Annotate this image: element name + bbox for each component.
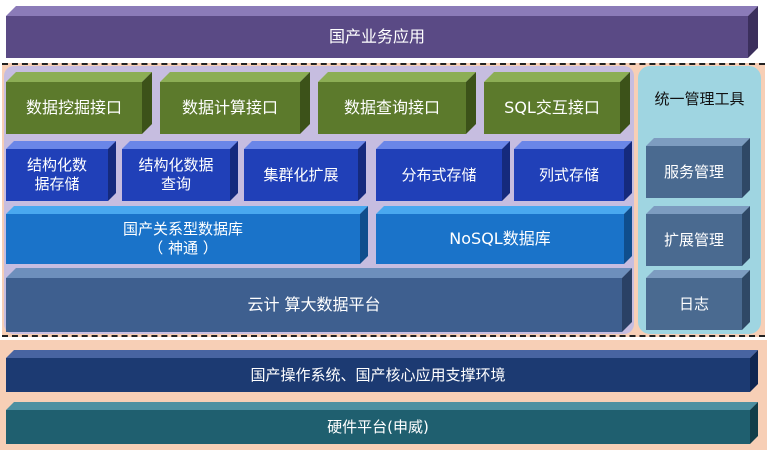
- block-sql-interface: SQL交互接口: [484, 72, 630, 134]
- label-service-management: 服务管理: [646, 146, 742, 198]
- label-data-query-interface: 数据查询接口: [318, 82, 466, 134]
- block-logs: 日志: [646, 270, 750, 330]
- label-os-environment: 国产操作系统、国产核心应用支撑环境: [6, 358, 750, 392]
- block-columnar-storage: 列式存储: [514, 141, 632, 201]
- block-os-environment: 国产操作系统、国产核心应用支撑环境: [6, 350, 758, 392]
- label-hardware-platform: 硬件平台(申威): [6, 410, 750, 444]
- block-structured-query: 结构化数据 查询: [122, 141, 238, 201]
- block-service-management: 服务管理: [646, 138, 750, 198]
- management-title: 统一管理工具: [654, 90, 745, 108]
- label-distributed-storage: 分布式存储: [376, 149, 502, 201]
- block-data-compute-interface: 数据计算接口: [160, 72, 310, 134]
- label-cluster-scaling: 集群化扩展: [244, 149, 358, 201]
- label-nosql-db: NoSQL数据库: [376, 214, 624, 264]
- block-data-mining-interface: 数据挖掘接口: [6, 72, 152, 134]
- label-columnar-storage: 列式存储: [514, 149, 624, 201]
- block-cloud-platform: 云计 算大数据平台: [6, 268, 632, 332]
- block-cluster-scaling: 集群化扩展: [244, 141, 366, 201]
- block-distributed-storage: 分布式存储: [376, 141, 510, 201]
- block-data-query-interface: 数据查询接口: [318, 72, 476, 134]
- label-data-mining-interface: 数据挖掘接口: [6, 82, 142, 134]
- block-business-application: 国产业务应用: [6, 6, 758, 58]
- block-domestic-relational-db: 国产关系型数据库 （ 神通 ）: [6, 206, 368, 264]
- block-extension-management: 扩展管理: [646, 206, 750, 266]
- label-cloud-platform: 云计 算大数据平台: [6, 278, 622, 332]
- label-domestic-relational-db: 国产关系型数据库 （ 神通 ）: [6, 214, 360, 264]
- block-structured-storage: 结构化数 据存储: [6, 141, 116, 201]
- block-hardware-platform: 硬件平台(申威): [6, 402, 758, 444]
- label-logs: 日志: [646, 278, 742, 330]
- label-data-compute-interface: 数据计算接口: [160, 82, 300, 134]
- label-structured-query: 结构化数据 查询: [122, 149, 230, 201]
- label-structured-storage: 结构化数 据存储: [6, 149, 108, 201]
- label-sql-interface: SQL交互接口: [484, 82, 620, 134]
- label-extension-management: 扩展管理: [646, 214, 742, 266]
- block-nosql-db: NoSQL数据库: [376, 206, 632, 264]
- block-business-application-label: 国产业务应用: [6, 16, 748, 58]
